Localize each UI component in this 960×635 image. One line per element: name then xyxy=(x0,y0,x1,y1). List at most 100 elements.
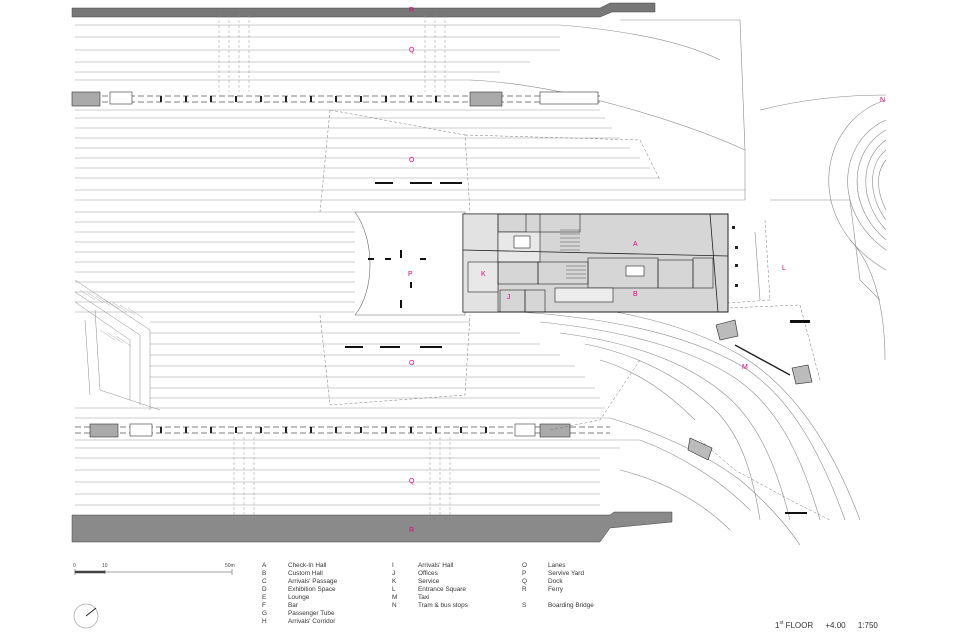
legend-key: I xyxy=(392,562,394,569)
legend-label: Exhibition Space xyxy=(288,586,336,593)
zone-label-q-bottom: Q xyxy=(409,478,415,485)
columns xyxy=(345,182,810,514)
legend-column-3: O Lanes P Servive Yard Q Dock R Ferry S Board… xyxy=(522,562,594,610)
zone-label-j: J xyxy=(507,294,511,301)
legend-row-f: F Bar xyxy=(262,602,337,610)
road-curves xyxy=(469,19,886,546)
zone-label-o-top: O xyxy=(409,157,415,164)
legend-key: L xyxy=(392,586,396,593)
legend-label: Taxi xyxy=(418,594,430,601)
zone-label-m: M xyxy=(742,364,748,371)
zone-label-p: P xyxy=(408,271,413,278)
bridge-ticks xyxy=(160,96,487,433)
legend-key: N xyxy=(392,602,397,609)
legend-key: A xyxy=(262,562,267,569)
legend-label: Servive Yard xyxy=(548,570,584,577)
legend-label: Bar xyxy=(288,602,298,609)
zone-label-b: B xyxy=(633,291,638,298)
legend-label: Custom Hall xyxy=(288,570,323,577)
legend-row-h: H Arrivals' Corridor xyxy=(262,618,337,626)
legend-key: O xyxy=(522,562,527,569)
legend-key: K xyxy=(392,578,397,585)
zone-label-n: N xyxy=(880,97,885,104)
floor-ordinal-suffix: st xyxy=(779,620,784,626)
ramp-steps xyxy=(79,289,144,347)
legend-row-l: L Entrance Square xyxy=(392,586,468,594)
legend-key: F xyxy=(262,602,266,609)
legend-label: Boarding Bridge xyxy=(548,602,594,609)
left-ramps xyxy=(74,279,161,411)
legend-row-a: A Check-In Hall xyxy=(262,562,337,570)
legend-key: B xyxy=(262,570,267,577)
legend-key: Q xyxy=(522,578,527,585)
legend-row-k: K Service xyxy=(392,578,468,586)
legend-key: H xyxy=(262,618,267,625)
legend-label: Service xyxy=(418,578,440,585)
legend-label: Arrivals' Hall xyxy=(418,562,454,569)
legend-row-q: Q Dock xyxy=(522,578,594,586)
legend-label: Offices xyxy=(418,570,438,577)
zone-label-l: L xyxy=(782,265,786,272)
legend-row-m: M Taxi xyxy=(392,594,468,602)
scale-label-end: 50m xyxy=(225,563,235,569)
passenger-tubes xyxy=(218,15,451,515)
legend-label: Tram & bus stops xyxy=(418,602,468,609)
legend-key: J xyxy=(392,570,396,577)
legend-label: Ferry xyxy=(548,586,563,593)
legend-key: R xyxy=(522,586,527,593)
taxi-stand xyxy=(687,319,813,461)
entrance-markers xyxy=(732,226,738,287)
zone-label-o-bottom: O xyxy=(409,360,415,367)
legend-label: Lanes xyxy=(548,562,566,569)
legend-row-i: I Arrivals' Hall xyxy=(392,562,468,570)
legend-row-c: C Arrivals' Passage xyxy=(262,578,337,586)
north-arrow-icon xyxy=(73,603,99,629)
legend-column-1: A Check-In Hall B Custom Hall C Arrivals' P… xyxy=(262,562,337,626)
legend-row-g: G Passenger Tube xyxy=(262,610,337,618)
scale-label-start: 0 xyxy=(73,563,76,569)
building-walls xyxy=(462,213,729,313)
floor-word: FLOOR xyxy=(785,620,814,630)
zone-label-k: K xyxy=(481,271,486,278)
legend-key: E xyxy=(262,594,267,601)
legend-label: Arrivals' Passage xyxy=(288,578,338,585)
zone-label-q-top: Q xyxy=(409,47,415,54)
legend-row-j: J Offices xyxy=(392,570,468,578)
zone-label-r-top: R xyxy=(409,7,414,14)
lane-lines xyxy=(75,24,745,506)
zone-label-r-bottom: R xyxy=(409,527,414,534)
bridge-pods xyxy=(71,91,599,438)
legend-key: G xyxy=(262,610,267,617)
plan-title: 1st FLOOR +4.00 1:750 xyxy=(775,620,878,630)
legend-key: C xyxy=(262,578,267,585)
floor-number: 1 xyxy=(775,620,780,630)
legend-label: Arrivals' Corridor xyxy=(288,618,336,625)
legend-row-p: P Servive Yard xyxy=(522,570,594,578)
ferry-dock-top xyxy=(71,2,656,18)
zone-label-a: A xyxy=(633,241,638,248)
legend-row-r: R Ferry xyxy=(522,586,594,594)
legend-column-2: I Arrivals' Hall J Offices K Service L Entra… xyxy=(392,562,468,610)
legend-key: P xyxy=(522,570,527,577)
legend-key: S xyxy=(522,602,527,609)
legend-label: Lounge xyxy=(288,594,310,601)
legend-key: D xyxy=(262,586,267,593)
scale-bar xyxy=(74,569,233,575)
scale-label-mid: 10 xyxy=(102,563,108,569)
tram-loop xyxy=(759,94,887,271)
legend-label: Passenger Tube xyxy=(288,610,335,617)
legend-row-d: D Exhibition Space xyxy=(262,586,337,594)
service-yard xyxy=(354,211,466,316)
stairs xyxy=(560,229,586,279)
legend-label: Check-In Hall xyxy=(288,562,327,569)
ferry-dock-bottom xyxy=(71,511,673,543)
legend-label: Entrance Square xyxy=(418,586,466,593)
legend-row-o: O Lanes xyxy=(522,562,594,570)
legend-label: Dock xyxy=(548,578,563,585)
legend-row-n: N Tram & bus stops xyxy=(392,602,468,610)
legend-row-s: S Boarding Bridge xyxy=(522,602,594,610)
legend-key: M xyxy=(392,594,398,601)
floor-level: +4.00 xyxy=(825,620,846,630)
drawing-scale: 1:750 xyxy=(857,620,878,630)
